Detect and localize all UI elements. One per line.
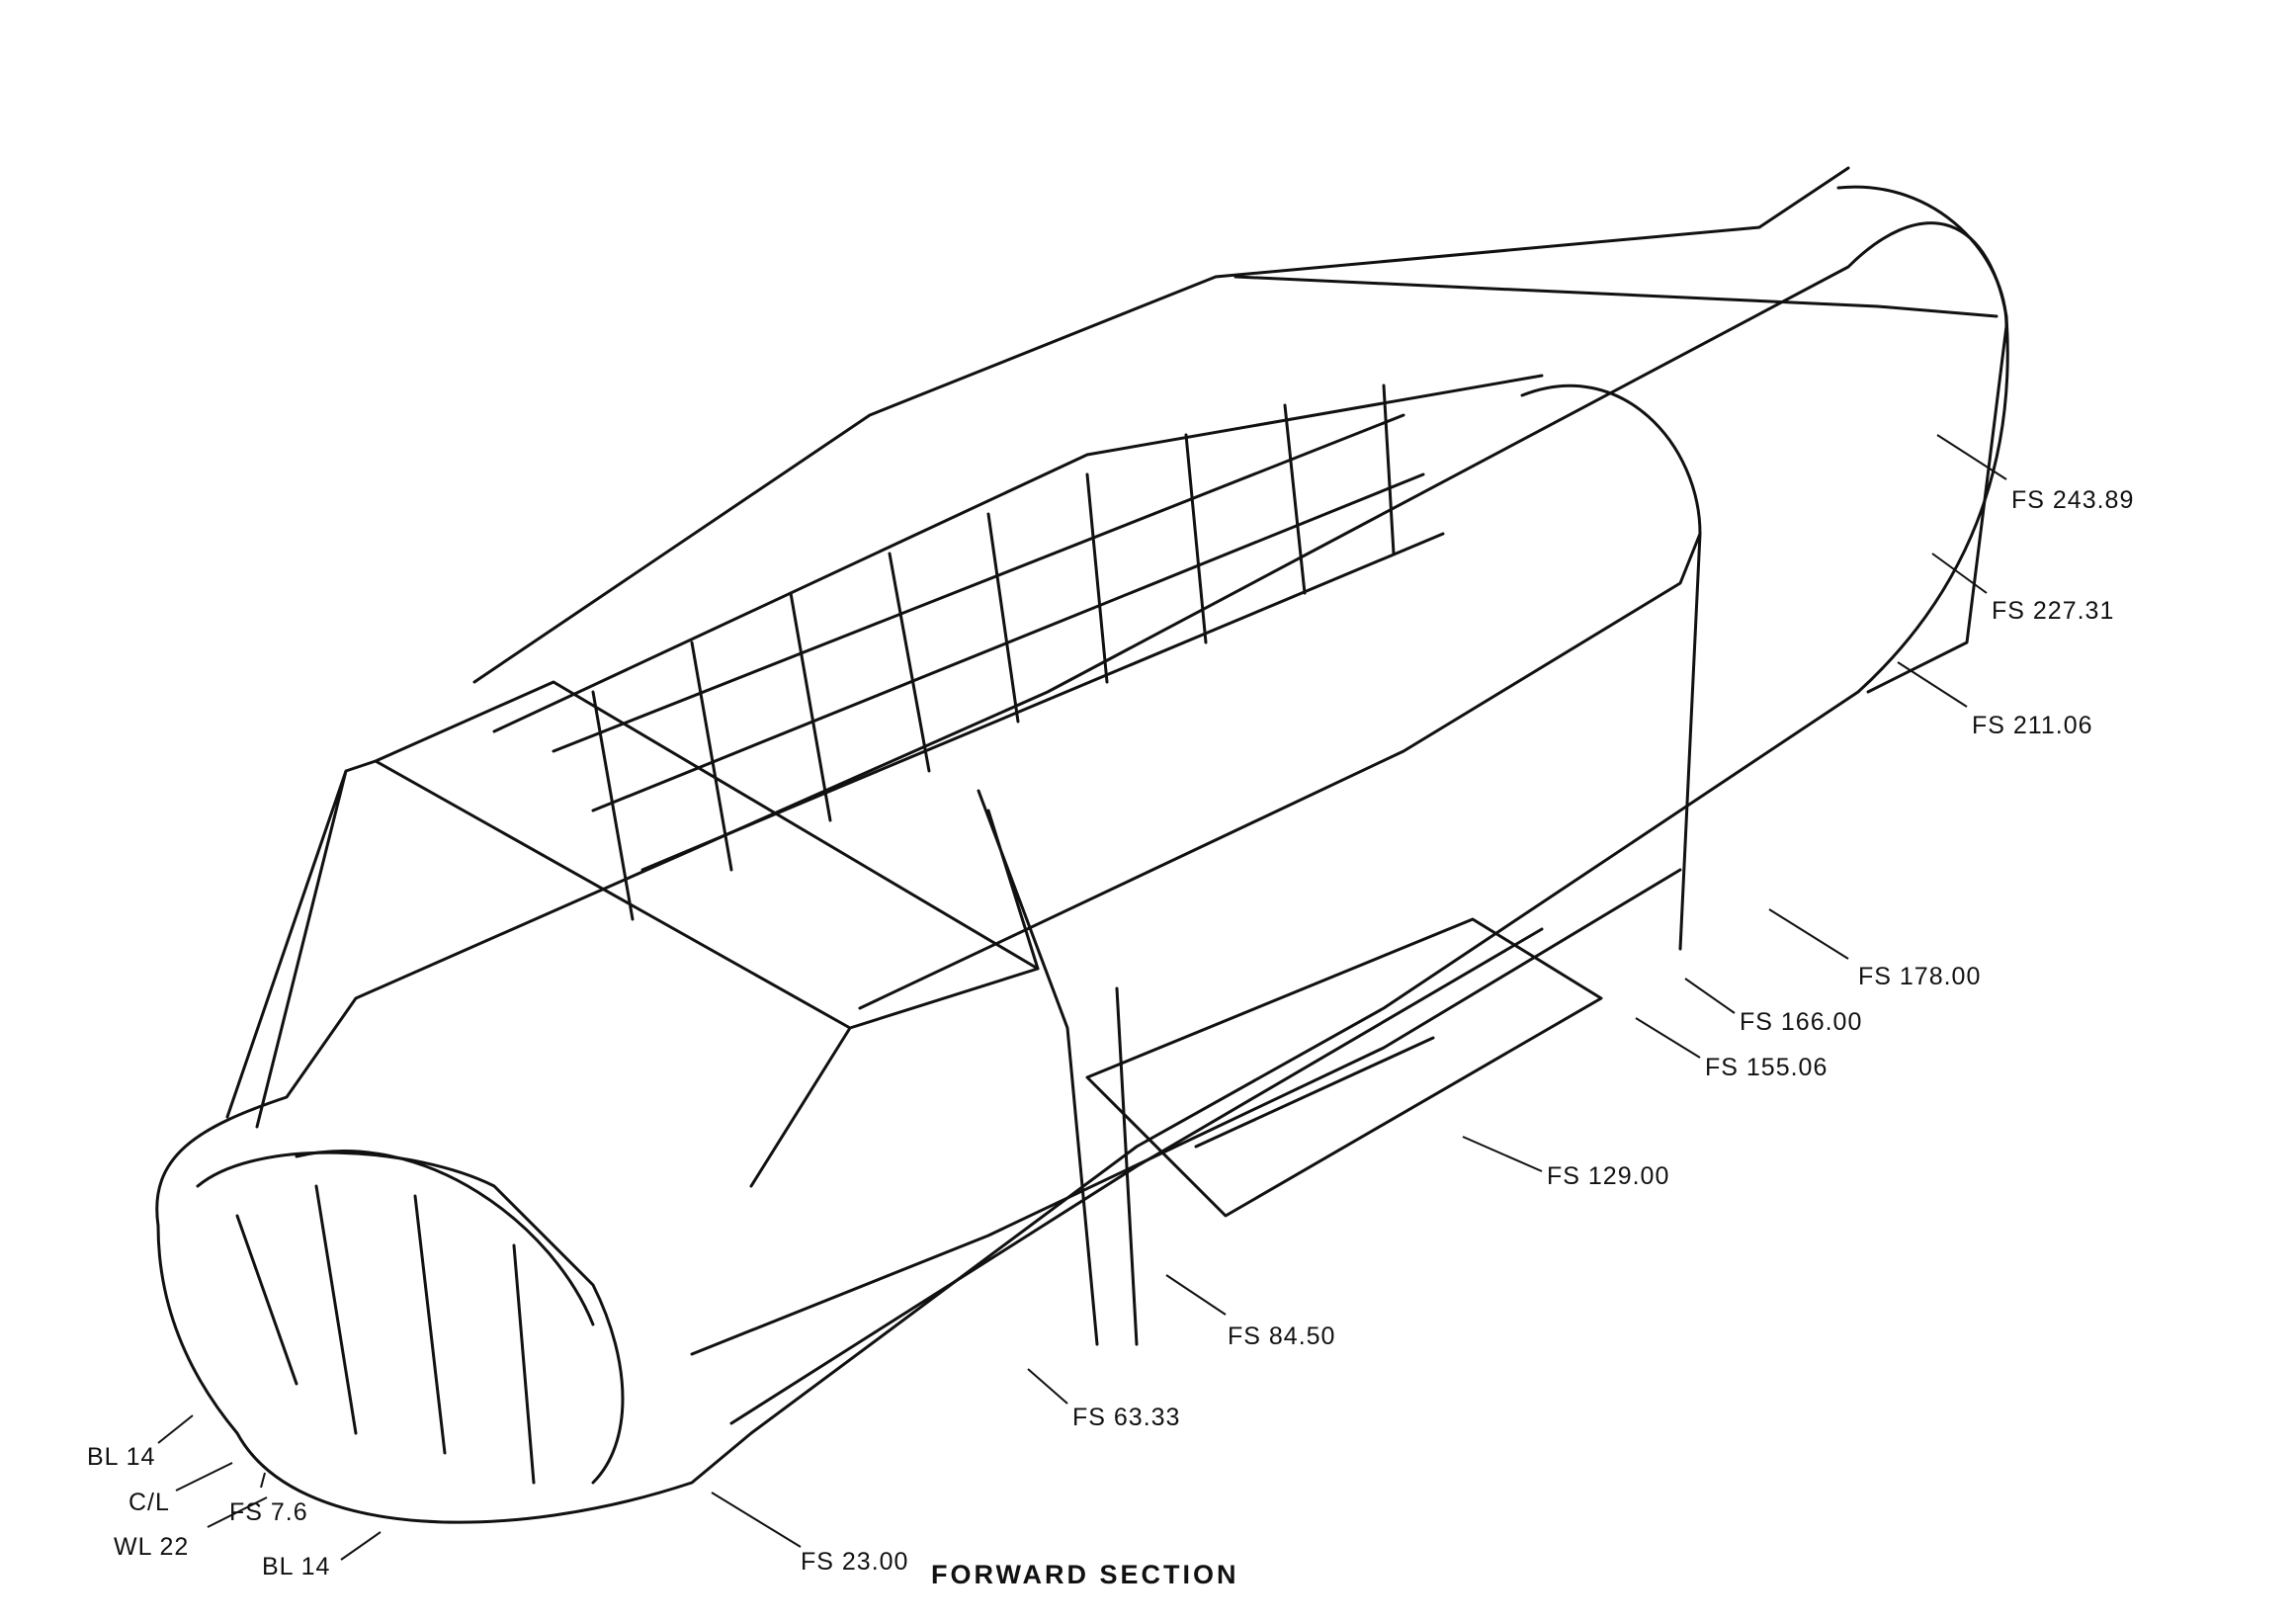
leader-fs-155-06 [1635,1017,1701,1059]
nose-frame-outer [196,1151,625,1485]
stringer [552,413,1445,872]
keel-beam [729,927,1544,1425]
frame-rib [591,384,1396,921]
label-fs-155-06: FS 155.06 [1705,1054,1828,1081]
label-fs-129-00: FS 129.00 [1547,1162,1670,1190]
belly-line [690,868,1682,1356]
cabin-floor [1085,917,1603,1218]
leader-fs-178-00 [1768,908,1849,960]
leader-fs-63-33 [1027,1368,1068,1405]
label-fs-178-00: FS 178.00 [1858,963,1982,990]
label-fs-227-31: FS 227.31 [1992,597,2115,625]
label-fs-166-00: FS 166.00 [1740,1008,1863,1036]
aft-frame-arch [1520,384,1702,951]
leader-fs-7-6 [260,1472,266,1489]
leader-bl-14-lower [340,1531,382,1561]
leader-fs-166-00 [1684,978,1736,1014]
roof-longeron-left [472,166,1850,684]
leader-fs-129-00 [1462,1136,1543,1172]
leader-fs-227-31 [1931,553,1988,594]
label-wl-22: WL 22 [114,1533,190,1561]
canopy-roof-beam [374,680,1040,1030]
leader-fs-243-89 [1936,434,2007,480]
label-centerline: C/L [128,1489,170,1516]
nose-frame-inner [235,1184,536,1485]
figure-caption: FORWARD SECTION [931,1560,1239,1589]
label-fs-84-50: FS 84.50 [1228,1323,1336,1350]
nose-ring [295,1150,595,1326]
label-bl-14-lower: BL 14 [262,1553,331,1580]
canopy-rear-frame [977,789,1099,1346]
windshield-frame [225,759,852,1188]
aft-bulkhead [1836,185,2008,694]
leader-centerline [175,1462,233,1492]
fuselage-outline [155,221,2009,1524]
roof-spine [492,374,1544,733]
center-post [1115,986,1139,1346]
roof-edge-upper [1233,275,1998,318]
label-fs-7-6: FS 7.6 [229,1498,308,1526]
roof-longeron-right [858,532,1702,1010]
label-fs-63-33: FS 63.33 [1072,1404,1181,1431]
leader-fs-211-06 [1897,661,1968,708]
leader-wl-22 [207,1496,268,1528]
leader-bl-14-upper [157,1414,194,1444]
leader-lines [157,434,2007,1561]
label-fs-23-00: FS 23.00 [801,1548,909,1576]
label-bl-14-upper: BL 14 [87,1443,156,1471]
label-fs-243-89: FS 243.89 [2011,486,2135,514]
label-fs-211-06: FS 211.06 [1972,712,2093,739]
leader-fs-23-00 [711,1492,802,1548]
floor-panel [1194,1036,1435,1149]
leader-fs-84-50 [1165,1274,1227,1316]
